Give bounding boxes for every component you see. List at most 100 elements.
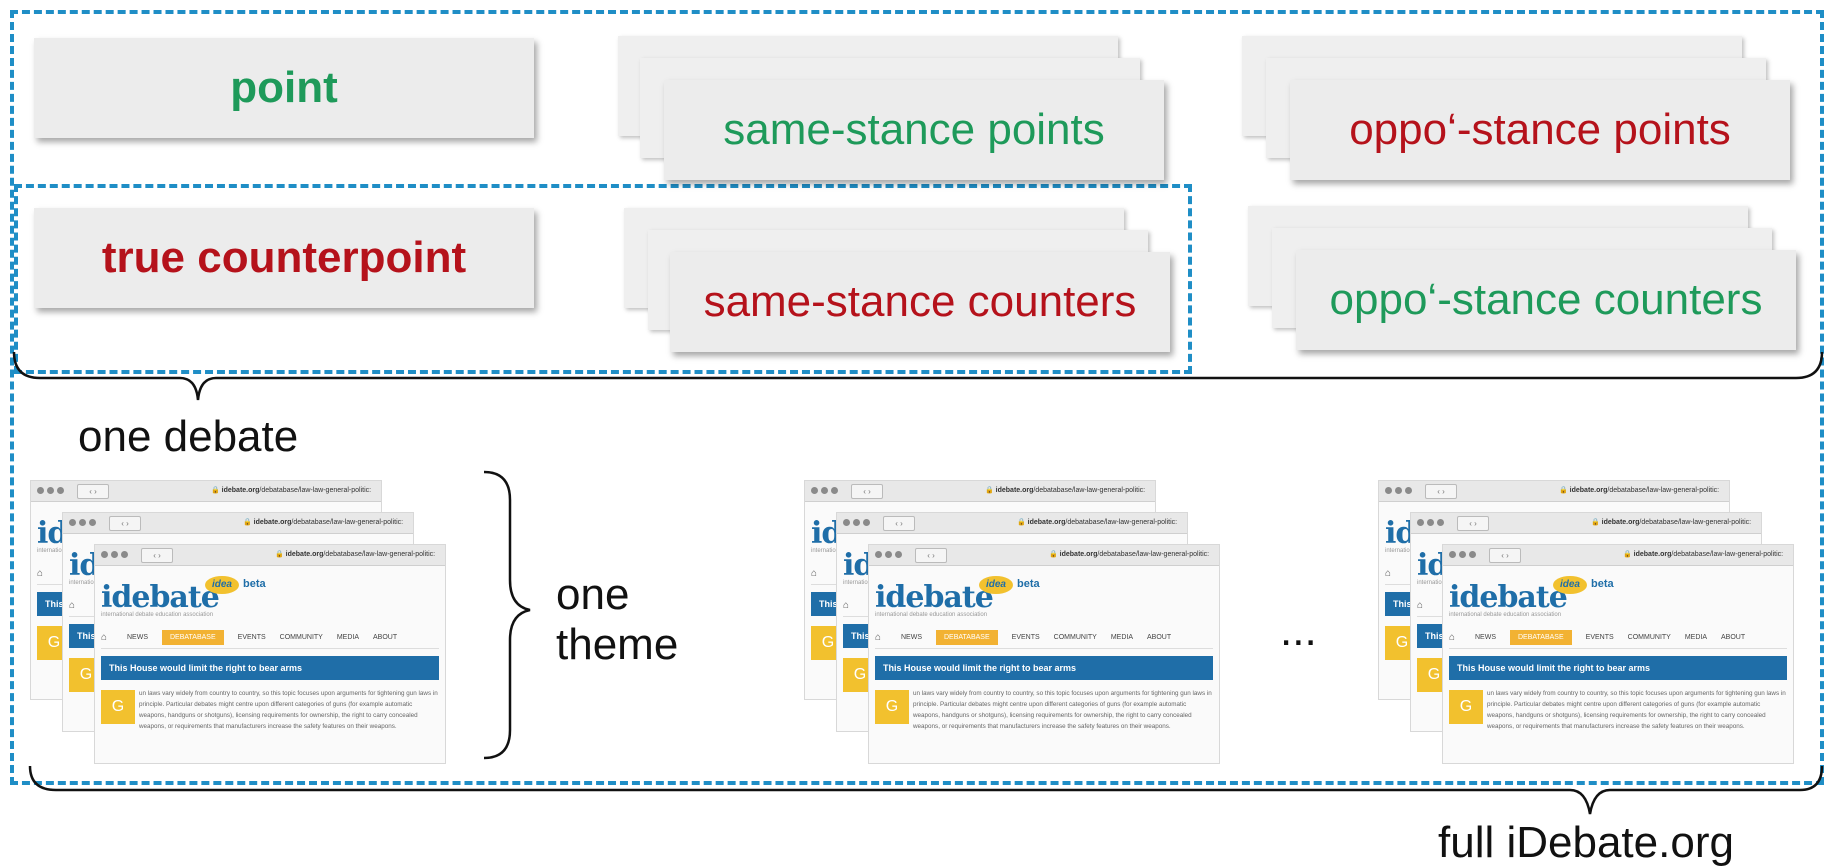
g-letter-box: G bbox=[101, 690, 135, 724]
motion-banner: This House would limit the right to bear… bbox=[101, 656, 439, 680]
tagline: international debate education associati… bbox=[101, 612, 214, 618]
window-controls bbox=[1417, 519, 1447, 528]
address-bar: 🔒 idebate.org/debatabase/law-law-general… bbox=[1623, 551, 1784, 558]
point-card: point bbox=[34, 38, 534, 138]
tagline: international debate education associati… bbox=[1449, 612, 1562, 618]
same-stance-counters-label: same-stance counters bbox=[703, 277, 1137, 326]
window-controls bbox=[1449, 551, 1479, 560]
motion-paragraph: un laws vary widely from country to coun… bbox=[913, 690, 1212, 730]
window-controls bbox=[1385, 487, 1415, 496]
menu-community: COMMUNITY bbox=[1627, 633, 1671, 641]
beta-label: beta bbox=[243, 578, 266, 590]
oppo-stance-counters-label: oppo‘-stance counters bbox=[1329, 275, 1763, 324]
idea-badge: idea bbox=[1553, 576, 1587, 594]
motion-banner: This House would limit the right to bear… bbox=[875, 656, 1213, 680]
menu-events: EVENTS bbox=[1011, 633, 1040, 641]
motion-paragraph: un laws vary widely from country to coun… bbox=[1487, 690, 1786, 730]
menu-media: MEDIA bbox=[336, 633, 360, 641]
one-theme-caption-line1: one bbox=[556, 570, 630, 619]
menu-events: EVENTS bbox=[237, 633, 266, 641]
browser-toolbar: ‹ › 🔒 idebate.org/debatabase/law-law-gen… bbox=[1443, 545, 1793, 566]
browser-toolbar: ‹ › 🔒 idebate.org/debatabase/law-law-gen… bbox=[63, 513, 413, 534]
menu-about: ABOUT bbox=[1721, 633, 1746, 641]
same-stance-points-label: same-stance points bbox=[723, 105, 1105, 154]
beta-label: beta bbox=[1017, 578, 1040, 590]
browser-toolbar: ‹ › 🔒 idebate.org/debatabase/law-law-gen… bbox=[805, 481, 1155, 502]
browser-thumbnail: ‹ › 🔒 idebate.org/debatabase/law-law-gen… bbox=[94, 544, 446, 764]
nav-arrows-icon: ‹ › bbox=[1489, 548, 1521, 563]
menu-community: COMMUNITY bbox=[279, 633, 323, 641]
browser-toolbar: ‹ › 🔒 idebate.org/debatabase/law-law-gen… bbox=[95, 545, 445, 566]
home-icon: ⌂ bbox=[69, 599, 76, 611]
menu-news: NEWS bbox=[127, 633, 148, 641]
address-bar: 🔒 idebate.org/debatabase/law-law-general… bbox=[1017, 519, 1178, 526]
site-menu: ⌂ NEWS DEBATABASE EVENTS COMMUNITY MEDIA… bbox=[875, 626, 1213, 649]
home-icon: ⌂ bbox=[37, 567, 44, 579]
oppo-stance-points-card: oppo‘-stance points bbox=[1290, 80, 1790, 180]
idea-badge: idea bbox=[205, 576, 239, 594]
address-bar: 🔒 idebate.org/debatabase/law-law-general… bbox=[275, 551, 436, 558]
browser-toolbar: ‹ › 🔒 idebate.org/debatabase/law-law-gen… bbox=[1411, 513, 1761, 534]
browser-thumbnail: ‹ › 🔒 idebate.org/debatabase/law-law-gen… bbox=[868, 544, 1220, 764]
browser-toolbar: ‹ › 🔒 idebate.org/debatabase/law-law-gen… bbox=[869, 545, 1219, 566]
one-theme-caption-line2: theme bbox=[556, 620, 679, 669]
page-body: idebate idea beta international debate e… bbox=[869, 566, 1219, 763]
window-controls bbox=[843, 519, 873, 528]
nav-arrows-icon: ‹ › bbox=[883, 516, 915, 531]
menu-media: MEDIA bbox=[1110, 633, 1134, 641]
home-icon: ⌂ bbox=[843, 599, 850, 611]
point-label: point bbox=[230, 63, 338, 112]
browser-thumbnail: ‹ › 🔒 idebate.org/debatabase/law-law-gen… bbox=[1442, 544, 1794, 764]
menu-debatabase: DEBATABASE bbox=[936, 629, 998, 645]
menu-community: COMMUNITY bbox=[1053, 633, 1097, 641]
g-letter-box: G bbox=[875, 690, 909, 724]
address-bar: 🔒 idebate.org/debatabase/law-law-general… bbox=[243, 519, 404, 526]
home-icon: ⌂ bbox=[1385, 567, 1392, 579]
one-debate-caption: one debate bbox=[78, 412, 299, 461]
true-counterpoint-label: true counterpoint bbox=[101, 233, 467, 282]
oppo-stance-points-label: oppo‘-stance points bbox=[1349, 105, 1731, 154]
motion-paragraph: un laws vary widely from country to coun… bbox=[139, 690, 438, 730]
full-site-caption: full iDebate.org bbox=[1438, 818, 1734, 867]
menu-about: ABOUT bbox=[1147, 633, 1172, 641]
nav-arrows-icon: ‹ › bbox=[851, 484, 883, 499]
browser-toolbar: ‹ › 🔒 idebate.org/debatabase/law-law-gen… bbox=[31, 481, 381, 502]
menu-news: NEWS bbox=[1475, 633, 1496, 641]
window-controls bbox=[875, 551, 905, 560]
nav-arrows-icon: ‹ › bbox=[77, 484, 109, 499]
oppo-stance-counters-card: oppo‘-stance counters bbox=[1296, 250, 1796, 350]
nav-arrows-icon: ‹ › bbox=[1425, 484, 1457, 499]
site-menu: ⌂ NEWS DEBATABASE EVENTS COMMUNITY MEDIA… bbox=[101, 626, 439, 649]
browser-toolbar: ‹ › 🔒 idebate.org/debatabase/law-law-gen… bbox=[1379, 481, 1729, 502]
home-icon: ⌂ bbox=[1449, 631, 1456, 643]
nav-arrows-icon: ‹ › bbox=[141, 548, 173, 563]
nav-arrows-icon: ‹ › bbox=[109, 516, 141, 531]
idea-badge: idea bbox=[979, 576, 1013, 594]
window-controls bbox=[811, 487, 841, 496]
idebate-logo: idebate bbox=[875, 580, 994, 615]
menu-debatabase: DEBATABASE bbox=[1510, 629, 1572, 645]
browser-toolbar: ‹ › 🔒 idebate.org/debatabase/law-law-gen… bbox=[837, 513, 1187, 534]
motion-banner: This House would limit the right to bear… bbox=[1449, 656, 1787, 680]
idebate-logo: idebate bbox=[101, 580, 220, 615]
page-body: idebate idea beta international debate e… bbox=[1443, 566, 1793, 763]
home-icon: ⌂ bbox=[875, 631, 882, 643]
address-bar: 🔒 idebate.org/debatabase/law-law-general… bbox=[211, 487, 372, 494]
page-body: idebate idea beta international debate e… bbox=[95, 566, 445, 763]
nav-arrows-icon: ‹ › bbox=[915, 548, 947, 563]
home-icon: ⌂ bbox=[1417, 599, 1424, 611]
g-letter-box: G bbox=[1449, 690, 1483, 724]
site-menu: ⌂ NEWS DEBATABASE EVENTS COMMUNITY MEDIA… bbox=[1449, 626, 1787, 649]
window-controls bbox=[69, 519, 99, 528]
same-stance-points-card: same-stance points bbox=[664, 80, 1164, 180]
beta-label: beta bbox=[1591, 578, 1614, 590]
counter-frame bbox=[14, 184, 1192, 374]
address-bar: 🔒 idebate.org/debatabase/law-law-general… bbox=[985, 487, 1146, 494]
menu-events: EVENTS bbox=[1585, 633, 1614, 641]
true-counterpoint-card: true counterpoint bbox=[34, 208, 534, 308]
home-icon: ⌂ bbox=[101, 631, 108, 643]
menu-about: ABOUT bbox=[373, 633, 398, 641]
menu-debatabase: DEBATABASE bbox=[162, 629, 224, 645]
full-site-frame bbox=[10, 10, 1824, 785]
